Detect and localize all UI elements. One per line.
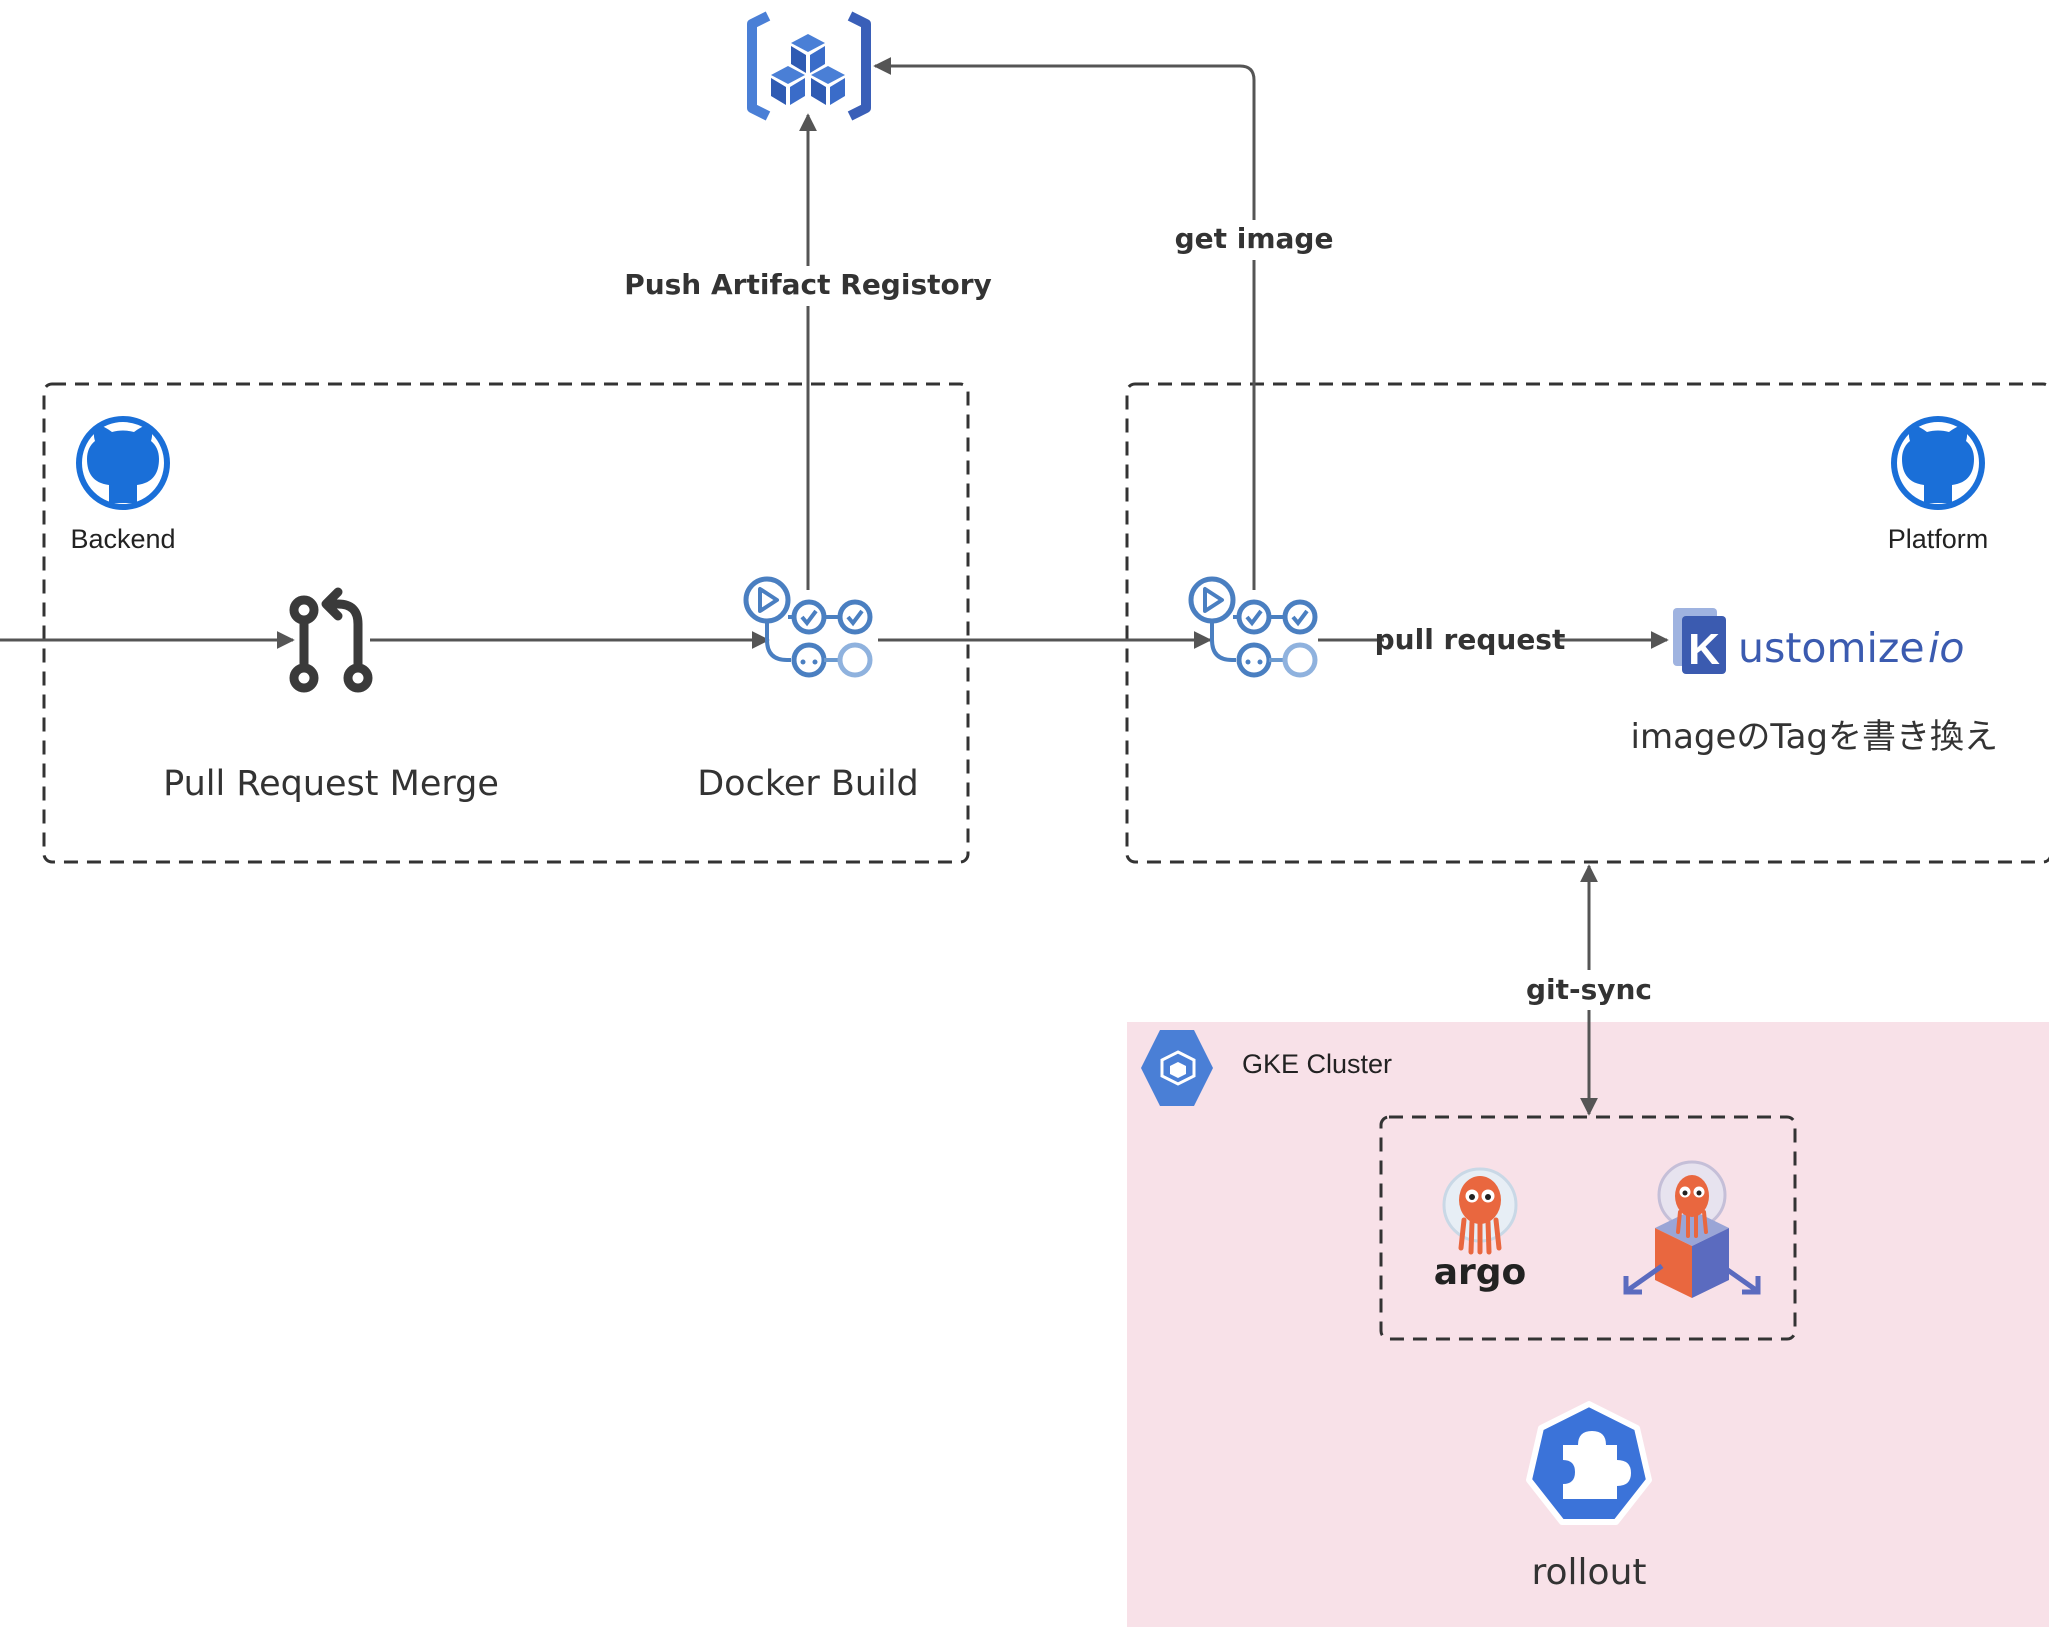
kustomize-wordmark: ustomize (1738, 624, 1925, 672)
docker-build-label: Docker Build (697, 764, 919, 804)
artifact-registry-icon (747, 11, 871, 121)
k8s-extension-icon (1526, 1401, 1652, 1525)
platform-label: Platform (1888, 524, 1989, 554)
argocd-icon: argo (1434, 1167, 1527, 1293)
gke-cluster-area (1127, 1022, 2049, 1627)
rollout-label: rollout (1532, 1552, 1647, 1593)
git-sync-label: git-sync (1526, 973, 1652, 1006)
kustomize-logo: K ustomize io (1673, 608, 1964, 674)
kustomize-k-mark: K (1688, 625, 1720, 674)
push-registry-label: Push Artifact Registory (624, 268, 992, 301)
argo-rollouts-icon (1623, 1160, 1761, 1298)
platform-group-box (1125, 382, 2049, 864)
image-tag-rewrite-label: imageのTagを書き換え (1631, 717, 1998, 757)
github-icon (79, 419, 167, 507)
get-image-label: get image (1175, 222, 1334, 255)
github-actions-icon (1191, 579, 1315, 675)
backend-group-box (42, 382, 970, 864)
argo-group-box (1379, 1115, 1797, 1341)
get-image-arrow (873, 57, 1256, 590)
argo-wordmark: argo (1434, 1252, 1527, 1293)
pull-request-label: pull request (1375, 623, 1566, 656)
pull-request-icon (289, 587, 373, 693)
backend-label: Backend (70, 524, 175, 554)
github-icon (1894, 419, 1982, 507)
kustomize-io: io (1928, 624, 1964, 672)
gke-icon (1141, 1030, 1213, 1106)
github-actions-icon (746, 579, 870, 675)
pull-request-merge-label: Pull Request Merge (163, 764, 499, 804)
gke-cluster-label: GKE Cluster (1242, 1049, 1392, 1079)
